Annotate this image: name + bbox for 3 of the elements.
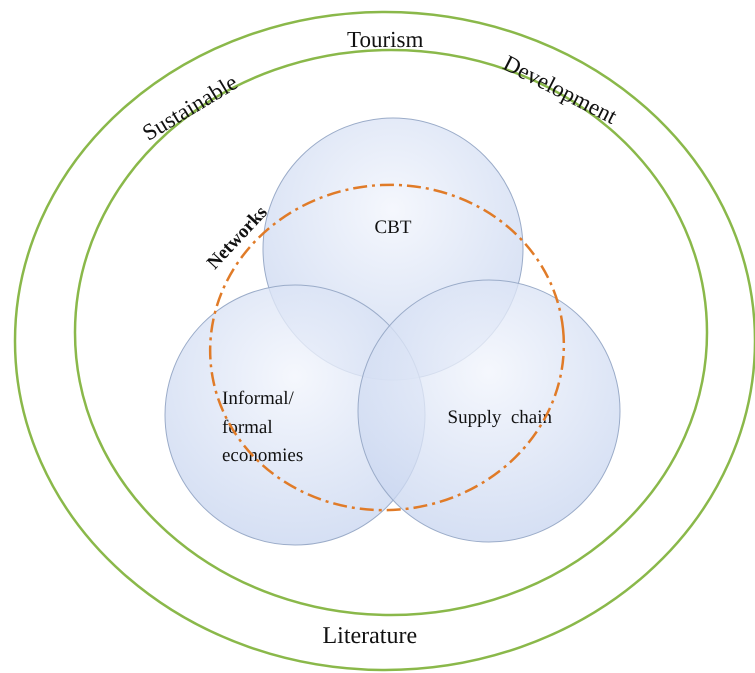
circle-label: CBT <box>374 216 412 240</box>
curved-title-word: Tourism <box>347 26 424 54</box>
area-label: Literature <box>322 622 418 650</box>
